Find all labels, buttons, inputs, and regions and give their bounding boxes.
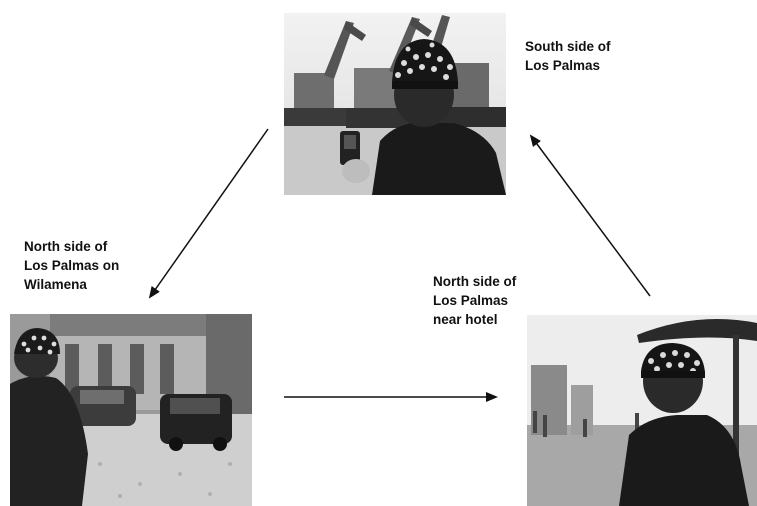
construction-scene-image bbox=[284, 13, 506, 195]
photo-north-side-wilamena bbox=[10, 314, 252, 506]
label-line: South side of bbox=[525, 39, 611, 54]
label-south-side: South side of Los Palmas bbox=[525, 37, 611, 75]
plaza-scene-image bbox=[527, 315, 757, 506]
label-line: Los Palmas bbox=[525, 58, 601, 73]
label-line: Los Palmas bbox=[433, 293, 509, 308]
label-line: Los Palmas on bbox=[24, 258, 120, 273]
label-line: Wilamena bbox=[24, 277, 87, 292]
street-scene-image bbox=[10, 314, 252, 506]
label-line: near hotel bbox=[433, 312, 498, 327]
label-north-side-hotel: North side of Los Palmas near hotel bbox=[433, 272, 516, 329]
arrow-top-to-left bbox=[148, 128, 269, 299]
photo-north-side-hotel bbox=[527, 315, 757, 506]
label-line: North side of bbox=[24, 239, 108, 254]
label-north-side-wilamena: North side of Los Palmas on Wilamena bbox=[24, 237, 119, 294]
arrow-right-to-top bbox=[529, 134, 651, 297]
label-line: North side of bbox=[433, 274, 517, 289]
photo-south-side bbox=[284, 13, 506, 195]
